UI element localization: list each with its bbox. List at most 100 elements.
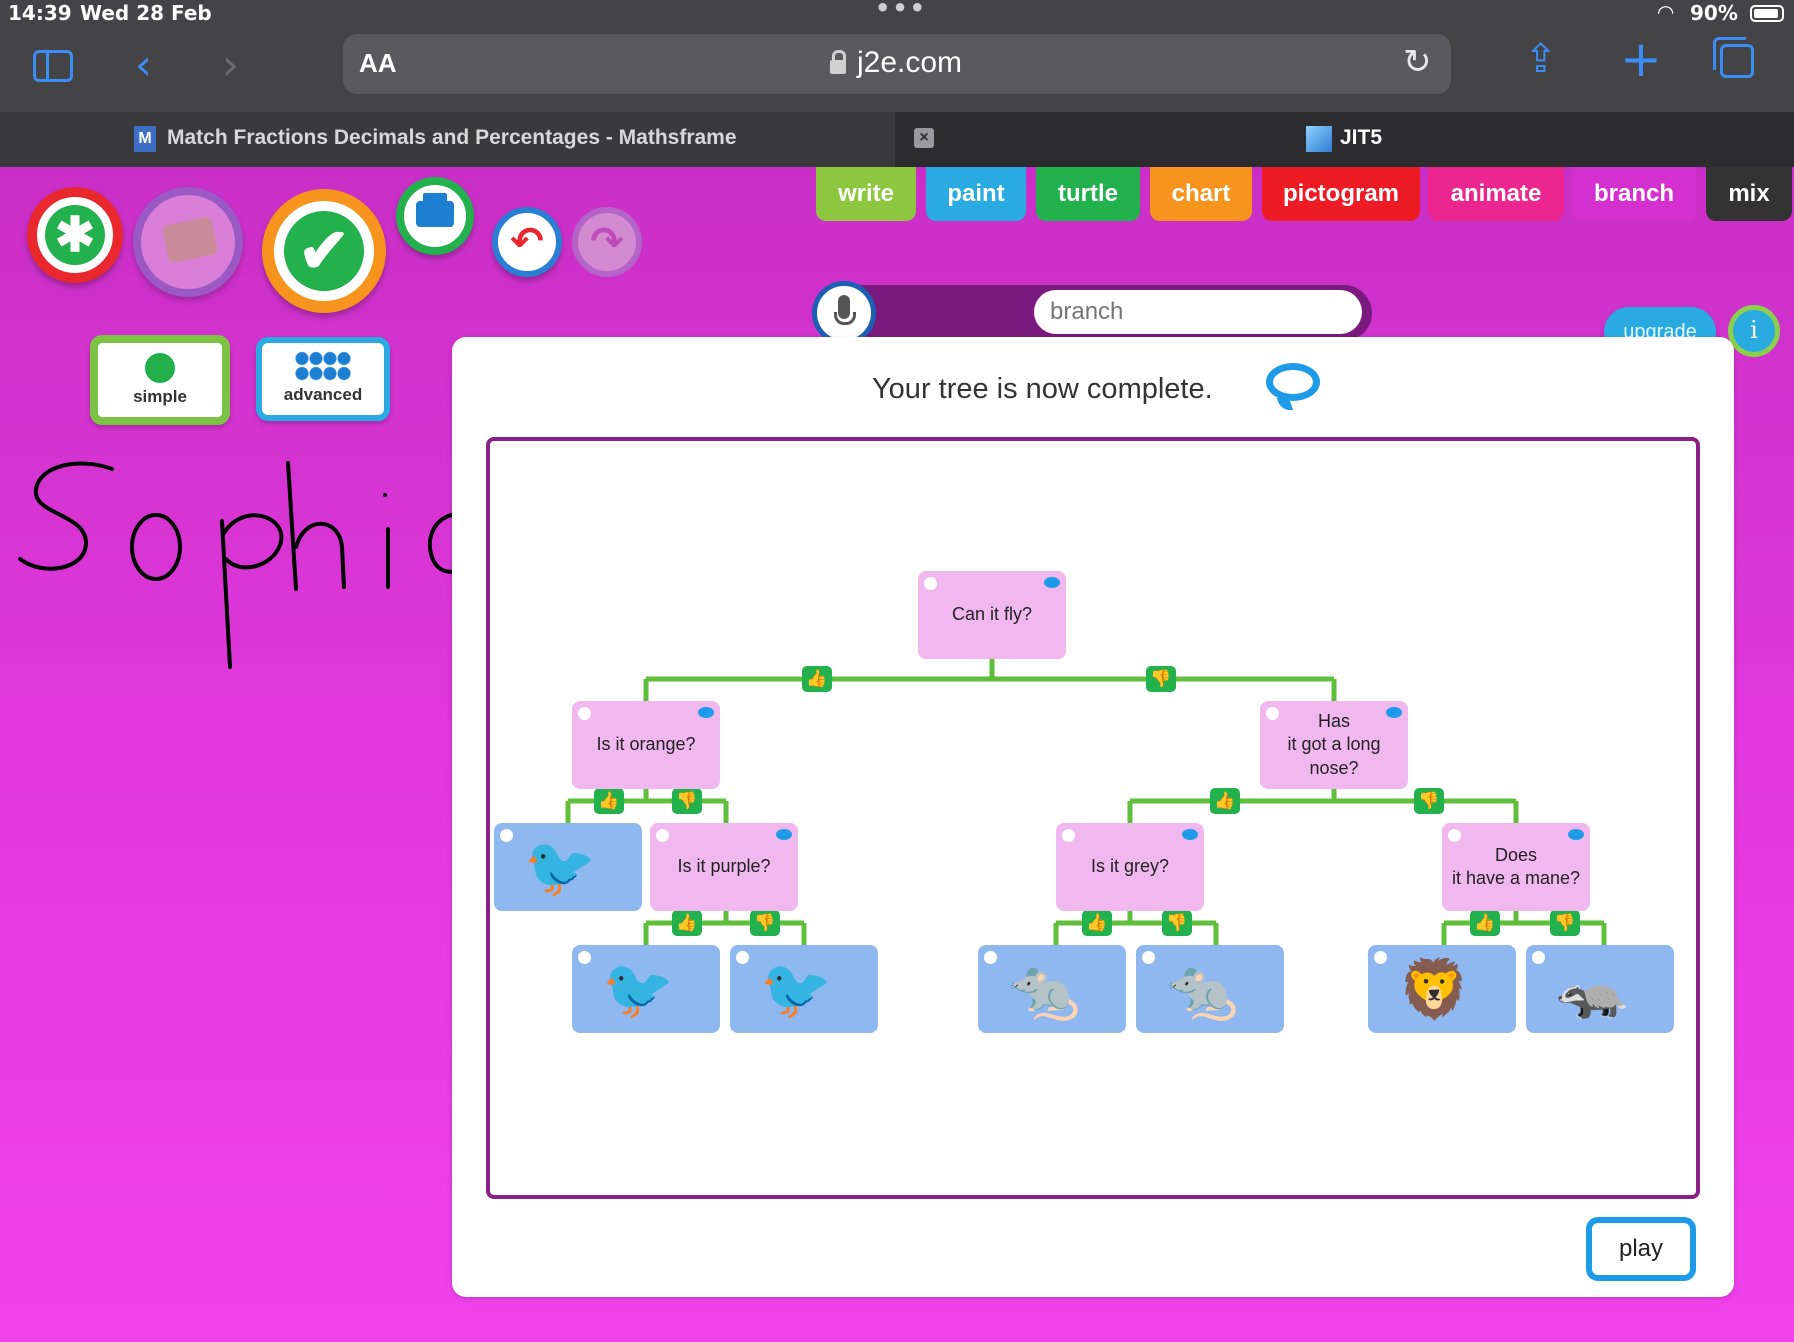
edit-icon[interactable]	[984, 951, 997, 964]
tab-write[interactable]: write	[816, 167, 916, 221]
edit-icon[interactable]	[1266, 707, 1279, 720]
status-date: Wed 28 Feb	[80, 1, 212, 25]
thumbs-up-icon: 👍	[1082, 910, 1112, 936]
close-tab-icon[interactable]: ×	[914, 128, 934, 148]
purple-bird-icon: 🐦	[602, 955, 675, 1023]
speech-bubble-icon[interactable]	[776, 829, 792, 840]
tab-paint[interactable]: paint	[926, 167, 1026, 221]
new-button[interactable]: ✱	[27, 187, 123, 283]
branch-connectors	[565, 659, 1607, 945]
edit-icon[interactable]	[736, 951, 749, 964]
jit5-app: ✱ ✔ ↶ ↷ simple advanced write paint turt…	[0, 167, 1794, 1342]
battery-icon	[1750, 5, 1784, 22]
question-node-grey[interactable]: Is it grey?	[1056, 823, 1204, 911]
question-node-mane[interactable]: Does it have a mane?	[1442, 823, 1590, 911]
play-button[interactable]: play	[1586, 1217, 1696, 1281]
question-text: Can it fly?	[951, 604, 1033, 625]
edit-icon[interactable]	[578, 951, 591, 964]
advanced-mode-button[interactable]: advanced	[256, 337, 390, 421]
save-button[interactable]: ✔	[262, 189, 386, 313]
question-node-root[interactable]: Can it fly?	[918, 571, 1066, 659]
tab-overview-icon[interactable]	[1713, 37, 1754, 78]
question-text: Is it grey?	[1090, 856, 1170, 877]
tab-branch[interactable]: branch	[1572, 167, 1696, 221]
thumbs-up-icon: 👍	[594, 788, 624, 814]
orange-bird-icon: 🐦	[524, 833, 597, 901]
speech-bubble-icon[interactable]	[1266, 363, 1320, 401]
thumbs-down-icon: 👎	[1414, 788, 1444, 814]
green-bird-icon: 🐦	[760, 955, 833, 1023]
tab-animate[interactable]: animate	[1428, 167, 1564, 221]
speech-bubble-icon[interactable]	[1568, 829, 1584, 840]
tab-strip: M Match Fractions Decimals and Percentag…	[0, 112, 1794, 167]
answer-node-badger[interactable]: 🦡	[1526, 945, 1674, 1033]
question-node-long-nose[interactable]: Has it got a long nose?	[1260, 701, 1408, 789]
answer-node-purple-bird[interactable]: 🐦	[572, 945, 720, 1033]
thumbs-down-icon: 👎	[750, 910, 780, 936]
question-node-orange[interactable]: Is it orange?	[572, 701, 720, 789]
search-input[interactable]	[1034, 290, 1362, 334]
lion-icon: 🦁	[1398, 955, 1471, 1023]
new-tab-icon[interactable]: +	[1620, 30, 1662, 88]
edit-icon[interactable]	[924, 577, 937, 590]
edit-icon[interactable]	[1062, 829, 1075, 842]
tab-pictogram[interactable]: pictogram	[1262, 167, 1420, 221]
share-icon[interactable]: ⇪	[1524, 36, 1558, 82]
thumbs-up-icon: 👍	[1210, 788, 1240, 814]
answer-node-orange-bird[interactable]: 🐦	[494, 823, 642, 911]
simple-label: simple	[133, 387, 187, 406]
printer-icon	[416, 193, 454, 227]
speech-bubble-icon[interactable]	[1386, 707, 1402, 718]
speech-bubble-icon[interactable]	[698, 707, 714, 718]
print-button[interactable]	[396, 177, 474, 255]
answer-node-anteater[interactable]: 🐀	[978, 945, 1126, 1033]
handwritten-signature	[18, 461, 530, 669]
answer-node-green-bird[interactable]: 🐦	[730, 945, 878, 1033]
jit5-favicon-icon	[1306, 126, 1332, 152]
multitasking-dots-icon[interactable]: •••	[875, 0, 928, 22]
status-time: 14:39	[8, 1, 72, 25]
reader-settings-button[interactable]: AA	[359, 48, 397, 78]
forward-icon[interactable]: ›	[222, 40, 239, 89]
url-text[interactable]: j2e.com	[857, 46, 963, 79]
question-node-purple[interactable]: Is it purple?	[650, 823, 798, 911]
reload-icon[interactable]: ↻	[1403, 42, 1432, 82]
answer-node-aardvark[interactable]: 🐀	[1136, 945, 1284, 1033]
advanced-label: advanced	[283, 385, 363, 404]
edit-icon[interactable]	[1374, 951, 1387, 964]
edit-icon[interactable]	[1532, 951, 1545, 964]
thumbs-up-icon: 👍	[672, 910, 702, 936]
sidebar-toggle-icon[interactable]	[33, 50, 73, 82]
tree-canvas: 👍 👎 👍 👎 👍 👎 👍 👎 👍 👎 👍 👎 Can it fly? Is i…	[486, 437, 1700, 1199]
edit-icon[interactable]	[500, 829, 513, 842]
redo-button[interactable]: ↷	[572, 207, 642, 277]
status-message: Your tree is now complete.	[872, 373, 1213, 405]
question-text: Is it orange?	[596, 734, 696, 755]
undo-button[interactable]: ↶	[492, 207, 562, 277]
simple-mode-button[interactable]: simple	[90, 335, 230, 425]
microphone-icon[interactable]	[812, 281, 876, 345]
tab-title: Match Fractions Decimals and Percentages…	[167, 126, 737, 149]
thumbs-down-icon: 👎	[1162, 910, 1192, 936]
thumbs-down-icon: 👎	[1550, 910, 1580, 936]
edit-icon[interactable]	[656, 829, 669, 842]
back-icon[interactable]: ‹	[135, 40, 152, 89]
thumbs-down-icon: 👎	[672, 788, 702, 814]
address-bar[interactable]: AA j2e.com ↻	[343, 34, 1451, 94]
edit-icon[interactable]	[1448, 829, 1461, 842]
tab-chart[interactable]: chart	[1150, 167, 1252, 221]
tab-turtle[interactable]: turtle	[1036, 167, 1140, 221]
open-button[interactable]	[133, 187, 243, 297]
edit-icon[interactable]	[1142, 951, 1155, 964]
tab-mathsframe[interactable]: M Match Fractions Decimals and Percentag…	[0, 112, 895, 167]
tab-mix[interactable]: mix	[1706, 167, 1792, 221]
speech-bubble-icon[interactable]	[1182, 829, 1198, 840]
answer-node-lion[interactable]: 🦁	[1368, 945, 1516, 1033]
dot-grid-icon	[295, 351, 351, 381]
mathsframe-favicon-icon: M	[134, 126, 156, 152]
info-button[interactable]: i	[1728, 305, 1780, 357]
badger-icon: 🦡	[1556, 955, 1629, 1023]
speech-bubble-icon[interactable]	[1044, 577, 1060, 588]
edit-icon[interactable]	[578, 707, 591, 720]
lock-icon	[830, 50, 846, 74]
